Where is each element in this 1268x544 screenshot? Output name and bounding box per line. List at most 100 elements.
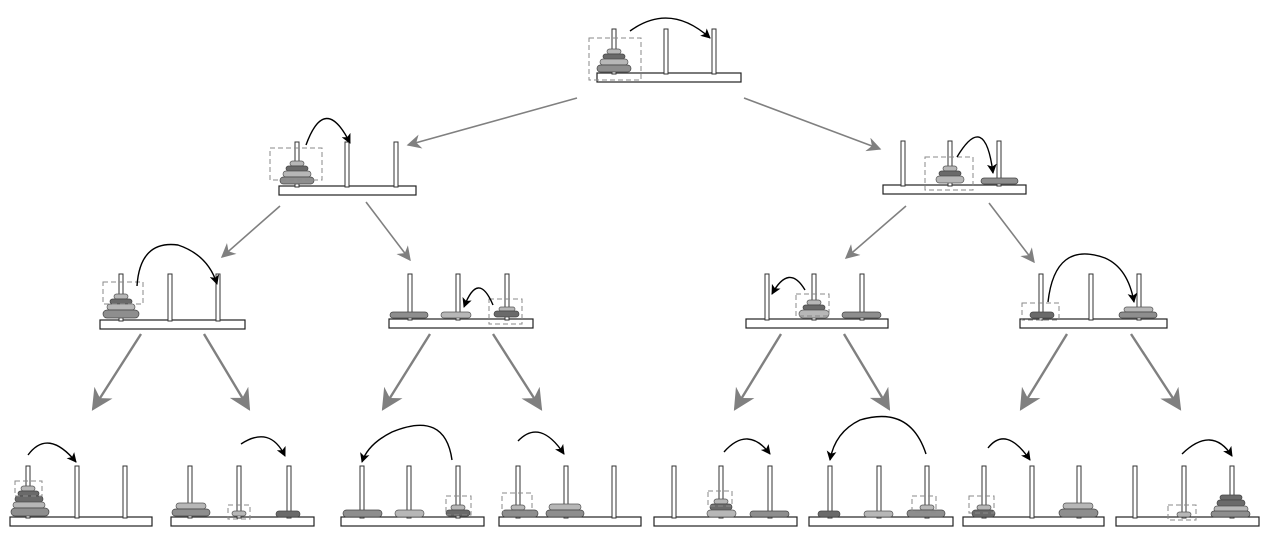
- edge-r1-right: [988, 202, 1035, 264]
- tree-edges: [91, 97, 1182, 411]
- selection-box: [924, 156, 974, 191]
- disk: [175, 502, 207, 510]
- disk: [798, 309, 830, 319]
- disk: [102, 309, 140, 319]
- selection-box: [269, 147, 323, 181]
- disk: [394, 509, 425, 518]
- move-arrow: [987, 438, 1031, 461]
- peg-3: [286, 465, 292, 519]
- edge-r2a-right: [842, 333, 891, 411]
- disk: [706, 509, 737, 518]
- selection-box: [1021, 302, 1060, 321]
- peg-1: [515, 465, 521, 519]
- selection-box: [1167, 504, 1197, 521]
- edge-r1-left: [844, 205, 907, 259]
- node-r2b: [1019, 253, 1168, 329]
- peg-2: [876, 465, 882, 519]
- disk: [596, 64, 632, 73]
- peg-2: [663, 28, 669, 75]
- move-arrow: [360, 424, 453, 463]
- disk: [501, 509, 539, 518]
- node-leaf-7: [962, 438, 1105, 527]
- disk: [12, 501, 46, 509]
- disk: [1210, 510, 1251, 518]
- peg-1: [1132, 465, 1138, 519]
- node-leaf-8: [1115, 439, 1260, 527]
- node-base: [596, 72, 742, 83]
- edge-l2b-right: [491, 333, 543, 411]
- disk: [606, 48, 622, 55]
- peg-3: [393, 141, 399, 188]
- disk: [935, 175, 965, 184]
- peg-2: [718, 465, 724, 519]
- disk: [863, 510, 894, 518]
- peg-2: [1088, 273, 1094, 321]
- disk: [113, 293, 129, 300]
- peg-3: [996, 140, 1002, 187]
- edge-r2b-right: [1129, 333, 1182, 411]
- move-arrow: [305, 117, 351, 146]
- node-leaf-3: [340, 424, 485, 527]
- selection-box: [911, 495, 937, 513]
- node-l2b: [388, 273, 534, 329]
- selection-box: [588, 37, 642, 81]
- peg-3: [455, 465, 461, 519]
- disk: [10, 507, 50, 517]
- node-base: [9, 516, 153, 527]
- move-arrow: [629, 17, 711, 39]
- disk: [709, 503, 733, 511]
- edge-l2a-right: [202, 333, 251, 411]
- edge-r2b-left: [1019, 333, 1069, 411]
- disk: [289, 160, 305, 167]
- selection-box: [227, 504, 251, 520]
- move-arrow: [136, 243, 220, 287]
- move-arrow: [1181, 439, 1233, 457]
- peg-1: [671, 465, 677, 519]
- peg-2: [344, 141, 350, 188]
- disk: [17, 490, 40, 497]
- disk: [285, 165, 309, 172]
- peg-2: [1181, 465, 1187, 519]
- peg-1: [827, 465, 833, 519]
- selection-box: [488, 298, 523, 325]
- disk: [806, 299, 822, 306]
- selection-box: [795, 293, 830, 317]
- selection-box: [445, 495, 472, 516]
- disk: [1058, 508, 1099, 518]
- disk: [817, 510, 841, 518]
- disk: [14, 495, 44, 503]
- peg-2: [406, 465, 412, 519]
- peg-1: [407, 273, 413, 321]
- disk: [713, 498, 729, 505]
- edge-l2b-left: [381, 333, 432, 411]
- selection-box: [968, 495, 995, 514]
- peg-3: [767, 465, 773, 519]
- disk: [841, 311, 882, 319]
- disk: [1216, 499, 1246, 507]
- move-arrow: [956, 136, 997, 174]
- node-leaf-2: [170, 436, 315, 527]
- disk: [938, 170, 962, 177]
- edge-l1-left: [220, 205, 281, 258]
- peg-1: [764, 273, 770, 321]
- disk: [450, 504, 466, 511]
- disk: [976, 504, 992, 511]
- disk: [389, 311, 429, 319]
- move-arrow: [462, 287, 494, 308]
- peg-3: [711, 28, 717, 75]
- node-leaf-6: [808, 415, 954, 527]
- disk: [1118, 311, 1158, 319]
- node-l1-left: [269, 117, 417, 196]
- disk: [980, 177, 1019, 185]
- peg-1: [359, 465, 365, 519]
- disk: [906, 509, 946, 518]
- node-base: [170, 516, 315, 527]
- move-arrow: [27, 442, 77, 463]
- node-base: [388, 318, 534, 329]
- peg-3: [859, 273, 865, 321]
- disk: [440, 311, 472, 319]
- peg-1: [981, 465, 987, 519]
- edge-root-left: [406, 97, 578, 149]
- peg-2: [947, 140, 953, 187]
